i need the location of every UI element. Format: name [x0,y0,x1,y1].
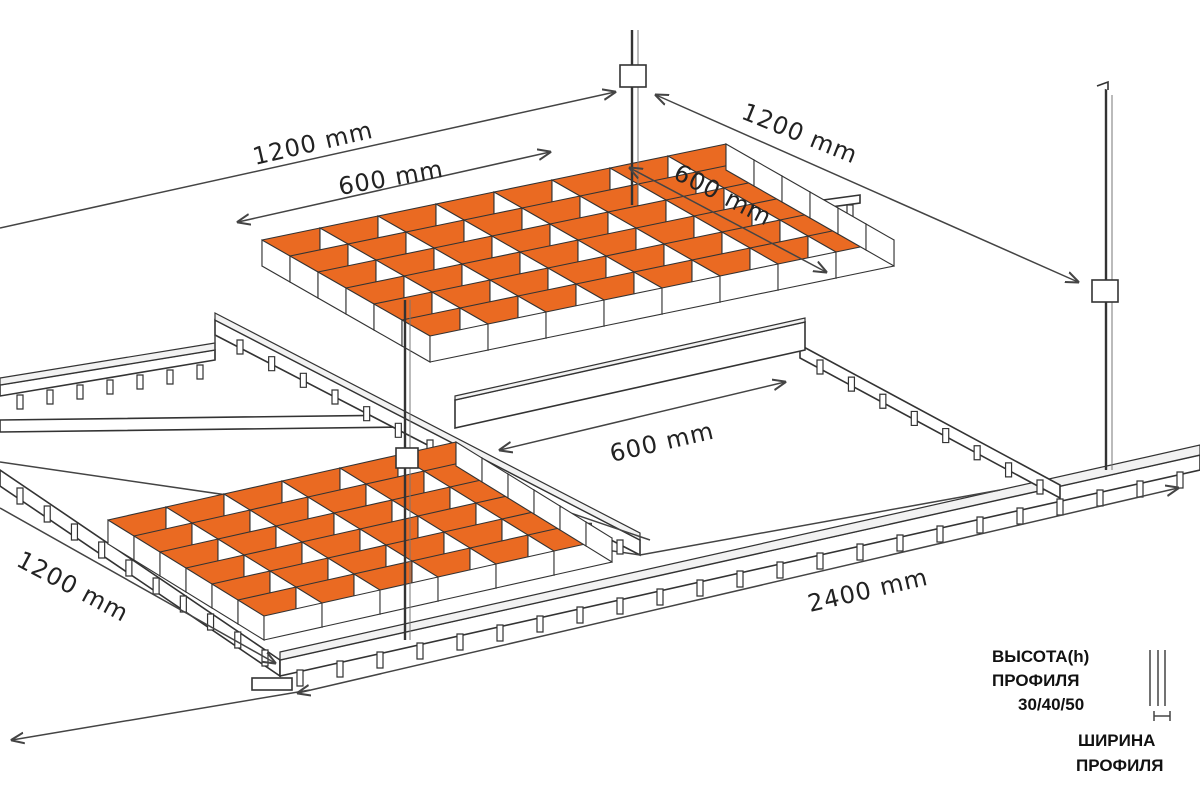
rail-tab [376,651,384,669]
rail-tab [98,541,106,559]
rail-right [799,343,1061,500]
rail-tab [1136,480,1144,498]
dimension-lines [0,92,1178,740]
rail-tab [136,374,144,390]
rail-tab [496,624,504,642]
rail-tab [576,606,584,624]
rail-tab [1096,489,1104,507]
rail-tab [942,427,950,444]
rail-tab [936,525,944,543]
rail-tab [976,516,984,534]
rail-tab [196,364,204,380]
hanger-right [1091,279,1119,303]
rail-tab [973,445,981,461]
rail-tab [363,406,371,422]
rail-tab [616,597,624,615]
rail-tab [856,543,864,561]
rail-tab [910,410,918,427]
rail-tab [416,642,424,660]
legend-width-line2: ПРОФИЛЯ [1076,756,1163,775]
dim-top-600: 600 mm [336,155,445,201]
rail-tab [16,487,24,505]
hanger-top [619,64,647,88]
rail-tab [70,523,79,541]
rail-tab [1004,462,1013,478]
rail-tab [236,339,244,355]
rail-tab [1036,479,1044,495]
legend-height-line2: ПРОФИЛЯ [992,671,1079,690]
rail-tab [696,579,704,597]
rail-tab [336,660,344,678]
hanger-center [395,447,419,469]
rail-tab [776,561,784,579]
rail-tab [1056,498,1064,516]
legend-width-line1: ШИРИНА [1078,731,1155,750]
rail-tab [847,376,856,392]
profile-section-icon [1149,650,1171,721]
rail-frame-front [0,414,406,433]
rail-tab [394,422,402,438]
rail-tab [268,356,276,372]
rail-tab [1016,507,1024,525]
rail-tab [152,577,160,595]
rail-tab [616,539,624,555]
rail-tab [536,615,544,633]
rail-tab [166,369,174,385]
hanger-lower [251,677,293,691]
rail-tab [106,379,114,395]
profile-legend: ВЫСОТА(h) ПРОФИЛЯ 30/40/50 ШИРИНА ПРОФИЛ… [992,647,1171,775]
rail-tab [299,372,307,388]
rail-tab [1176,471,1184,489]
rail-tab [46,389,54,405]
rail-tab [816,552,824,570]
legend-height-values: 30/40/50 [1018,695,1084,714]
rail-tab [896,534,904,552]
rail-tab [331,389,339,405]
dim-top-left-1200: 1200 mm [250,116,376,171]
legend-height-line1: ВЫСОТА(h) [992,647,1089,666]
rail-tab [125,559,133,577]
dim-center-600: 600 mm [607,417,717,468]
rail-tab [456,633,464,651]
rail-tab [234,631,242,649]
rail-tab [736,570,744,588]
rail-tab [76,384,84,400]
rail-tab [816,359,824,375]
rail-tab [179,595,187,613]
rail-tab [656,588,664,606]
rail-tab [43,505,51,523]
rail-tab [879,393,887,409]
rail-tab [296,669,304,687]
rail-tab [16,394,24,410]
